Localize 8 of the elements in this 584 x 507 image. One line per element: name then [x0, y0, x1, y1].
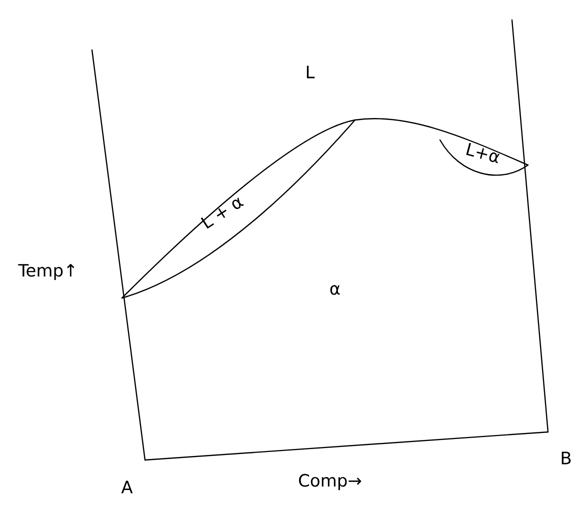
region-label: L+α	[466, 142, 500, 164]
region-label: α	[330, 285, 340, 295]
region-label: L + α	[200, 197, 244, 229]
axis-label: Comp→	[299, 474, 362, 490]
region-label: L	[306, 66, 315, 78]
axis-label: Temp↑	[18, 264, 74, 280]
component-label: B	[562, 452, 571, 464]
component-label: A	[121, 480, 133, 494]
